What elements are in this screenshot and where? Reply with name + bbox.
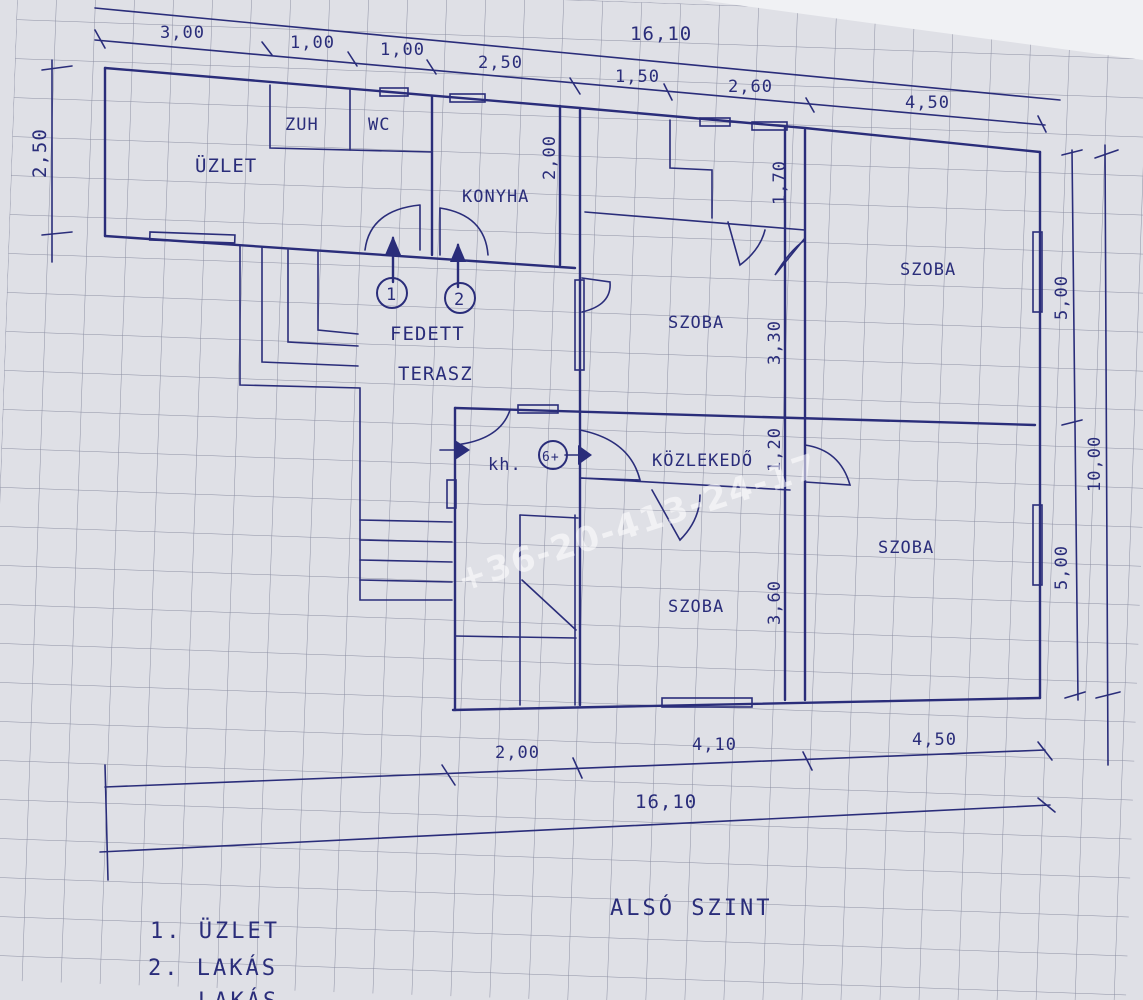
dim-top-seg-4: 2,50 xyxy=(478,53,523,73)
stair-circle-label: 6+ xyxy=(542,450,560,465)
dim-bottom-seg-2: 4,10 xyxy=(692,735,737,755)
dim-bottom-seg-1: 2,00 xyxy=(495,743,540,763)
dim-right-upper: 5,00 xyxy=(1052,275,1072,320)
dim-right-lower: 5,00 xyxy=(1052,545,1072,590)
dim-bottom-total: 16,10 xyxy=(635,791,697,813)
dim-top-seg-5: 1,50 xyxy=(615,67,660,87)
entrance-circle-2 xyxy=(444,282,476,314)
right-dimension-lines xyxy=(1061,144,1121,766)
dim-top-seg-6: 2,60 xyxy=(728,77,773,97)
dim-top-total: 16,10 xyxy=(630,23,692,45)
stair-circle xyxy=(538,440,568,470)
door-swings xyxy=(364,204,852,542)
dim-hall-height: 1,70 xyxy=(770,160,790,205)
dim-szoba-lower-height: 3,60 xyxy=(765,580,785,625)
dim-top-seg-3: 1,00 xyxy=(380,40,425,60)
dim-konyha-height: 2,00 xyxy=(540,135,560,180)
room-label-szoba-4: SZOBA xyxy=(668,597,724,617)
top-dimension-lines xyxy=(94,7,1061,133)
dim-top-seg-2: 1,00 xyxy=(290,33,335,53)
room-label-konyha: KONYHA xyxy=(462,187,529,207)
legend-item-2: 2. LAKÁS xyxy=(148,955,278,981)
room-label-terasz: TERASZ xyxy=(398,363,473,385)
dim-bottom-seg-3: 4,50 xyxy=(912,730,957,750)
room-label-wc: WC xyxy=(368,115,390,135)
room-label-kh: kh. xyxy=(488,455,522,475)
dim-top-seg-7: 4,50 xyxy=(905,93,950,113)
dim-left-height: 2,50 xyxy=(29,128,51,178)
floor-title: ALSÓ SZINT xyxy=(610,895,772,921)
dim-kozlekedo-height: 1,20 xyxy=(765,427,785,472)
room-label-szoba-2: SZOBA xyxy=(900,260,956,280)
room-label-zuh: ZUH xyxy=(285,115,319,135)
dim-right-total: 10,00 xyxy=(1085,436,1105,492)
entrance-number-2: 2 xyxy=(454,290,465,310)
entrance-arrows xyxy=(385,236,592,465)
room-label-kozlekedo: KÖZLEKEDŐ xyxy=(652,449,753,471)
paper-corner-light xyxy=(700,0,1143,60)
legend-item-3: LAKÁS xyxy=(198,988,279,1000)
room-label-fedett: FEDETT xyxy=(390,323,465,345)
entrance-circle-1 xyxy=(376,277,408,309)
building-walls xyxy=(103,66,1042,712)
room-label-szoba-3: SZOBA xyxy=(878,538,934,558)
left-dimension-line xyxy=(41,59,73,263)
legend-item-1: 1. ÜZLET xyxy=(150,918,280,944)
room-label-uzlet: ÜZLET xyxy=(195,154,257,177)
dim-szoba-height: 3,30 xyxy=(765,320,785,365)
windows xyxy=(148,87,1043,708)
room-label-szoba-1: SZOBA xyxy=(668,313,724,333)
bottom-dimension-lines xyxy=(99,741,1056,881)
entrance-number-1: 1 xyxy=(386,285,397,305)
dim-top-seg-1: 3,00 xyxy=(160,23,205,43)
